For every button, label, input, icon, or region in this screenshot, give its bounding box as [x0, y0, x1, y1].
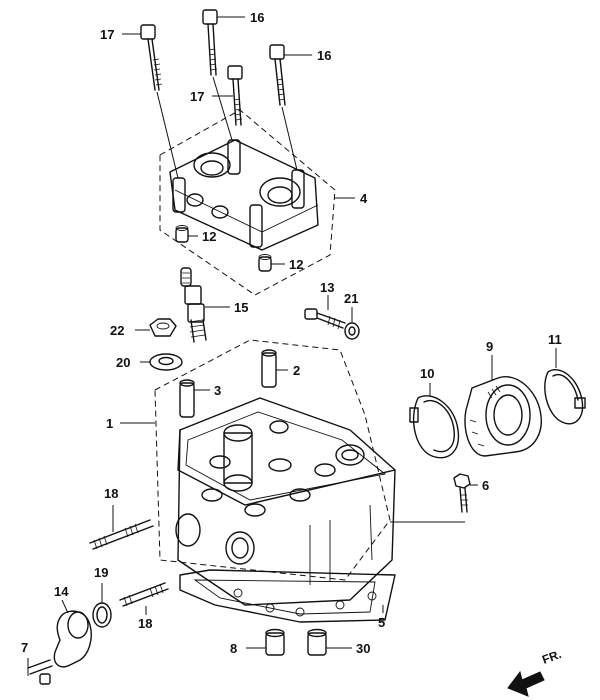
water-elbow-group	[27, 583, 112, 685]
valve-guide-3	[179, 382, 195, 418]
callout-10: 10	[420, 366, 434, 381]
dowel-8	[265, 632, 285, 656]
callout-16-right: 16	[317, 48, 331, 63]
callout-2: 2	[293, 363, 300, 378]
callout-11: 11	[548, 332, 562, 347]
valve-guides	[179, 349, 288, 418]
callout-7: 7	[21, 640, 28, 655]
bolt-16-top	[202, 9, 218, 25]
water-elbow-14	[53, 610, 92, 668]
nut-and-washer	[135, 318, 183, 371]
callout-22: 22	[110, 323, 124, 338]
callout-4: 4	[360, 191, 368, 206]
clamp-10	[412, 395, 460, 459]
cylinder-head	[120, 339, 396, 606]
callout-19: 19	[94, 565, 108, 580]
leader-lines	[122, 16, 355, 265]
front-direction-marker: FR.	[507, 647, 563, 697]
bolt-13-and-washer-21	[304, 295, 360, 340]
callout-18-upper: 18	[104, 486, 118, 501]
cylinder-head-gasket	[179, 569, 396, 623]
callout-30: 30	[356, 641, 370, 656]
insulator-group	[409, 348, 586, 459]
callout-3: 3	[214, 383, 221, 398]
bolt-17-middle	[227, 65, 243, 80]
camshaft-holder-boundary	[159, 109, 336, 296]
callout-8: 8	[230, 641, 237, 656]
callout-5: 5	[378, 615, 385, 630]
spark-plug	[180, 267, 230, 343]
studs	[89, 505, 169, 615]
callout-16-top: 16	[250, 10, 264, 25]
washer-20	[149, 353, 183, 371]
nut-22	[149, 318, 177, 337]
bolt-6	[390, 473, 478, 523]
callout-15: 15	[234, 300, 248, 315]
bolt-17-left	[140, 24, 156, 40]
callout-13: 13	[320, 280, 334, 295]
callout-12-upper: 12	[202, 229, 216, 244]
callout-17-left: 17	[100, 27, 114, 42]
insulator-9	[464, 376, 542, 457]
bolt-7	[27, 659, 53, 675]
callout-labels: 17 16 16 17 4 12 12 13 21 15 22 20 11 9 …	[21, 10, 562, 656]
callout-14: 14	[54, 584, 69, 599]
callout-18-lower: 18	[138, 616, 152, 631]
valve-guide-2	[261, 352, 277, 388]
callout-21: 21	[344, 291, 358, 306]
bolt-16-right	[269, 44, 285, 60]
holder-bolts	[140, 9, 298, 179]
callout-20: 20	[116, 355, 130, 370]
callout-17-middle: 17	[190, 89, 204, 104]
dowel-30	[307, 632, 327, 656]
dowel-pin-upper	[175, 227, 189, 243]
callout-12-lower: 12	[289, 257, 303, 272]
callout-9: 9	[486, 339, 493, 354]
callout-6: 6	[482, 478, 489, 493]
bottom-dowels	[246, 628, 352, 656]
callout-1: 1	[106, 416, 113, 431]
clamp-11	[544, 369, 584, 425]
front-label: FR.	[540, 647, 563, 667]
camshaft-holder-group	[159, 109, 336, 296]
